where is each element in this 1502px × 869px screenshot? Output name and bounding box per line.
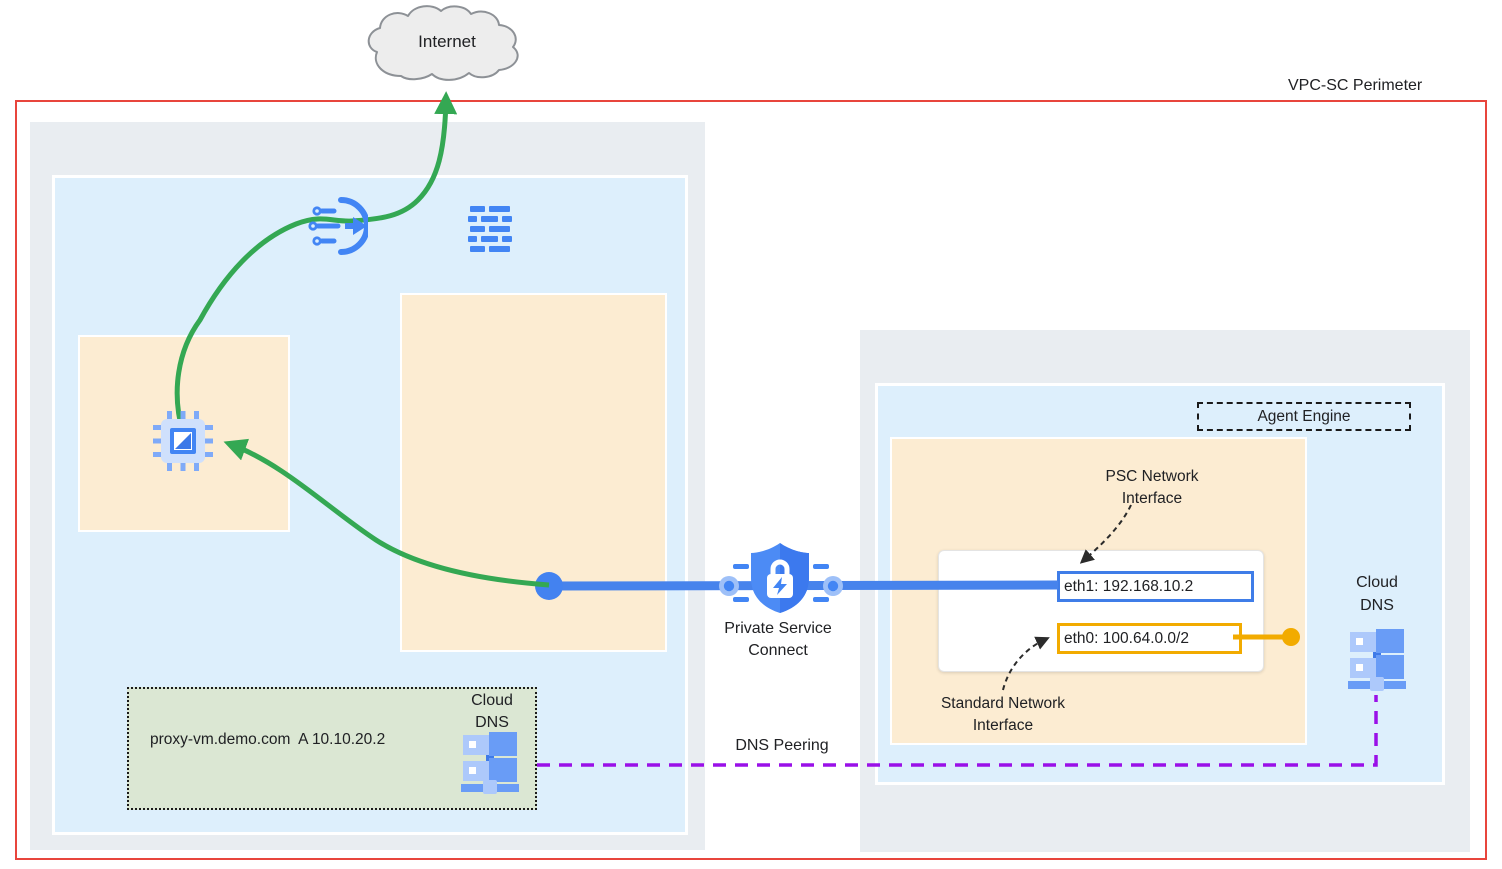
- psc-network-interface-label: PSC Network Interface: [1105, 468, 1199, 507]
- intf-subnet-box: [400, 293, 667, 652]
- dns-record-text: proxy-vm.demo.com A 10.10.20.2: [150, 731, 386, 748]
- private-service-connect-label: Private Service Connect: [724, 620, 832, 659]
- standard-network-interface-label: Standard Network Interface: [940, 695, 1066, 734]
- agent-engine-box: Agent Engine: [1197, 402, 1411, 431]
- tenant-cloud-dns-label: Cloud DNS: [1356, 574, 1398, 614]
- compute-engine-icon: [152, 410, 214, 477]
- dns-zone-dns-label: Cloud DNS: [471, 692, 513, 731]
- cloud-nat-icon: [308, 196, 370, 261]
- vpc-sc-perimeter-label: VPC-SC Perimeter: [1288, 77, 1423, 94]
- cloud-firewall-icon: [468, 206, 512, 257]
- cloud-dns-icon-left: [459, 730, 521, 799]
- internet-label: Internet: [418, 32, 476, 51]
- internet-cloud: [352, 2, 544, 91]
- eth1-interface-box: eth1: 192.168.10.2: [1057, 571, 1254, 602]
- vpc-sc-perimeter-box: [15, 100, 1487, 860]
- cloud-dns-icon-right: [1346, 627, 1408, 696]
- private-service-connect-icon: [748, 540, 812, 619]
- eth0-interface-box: eth0: 100.64.0.0/2: [1057, 623, 1242, 654]
